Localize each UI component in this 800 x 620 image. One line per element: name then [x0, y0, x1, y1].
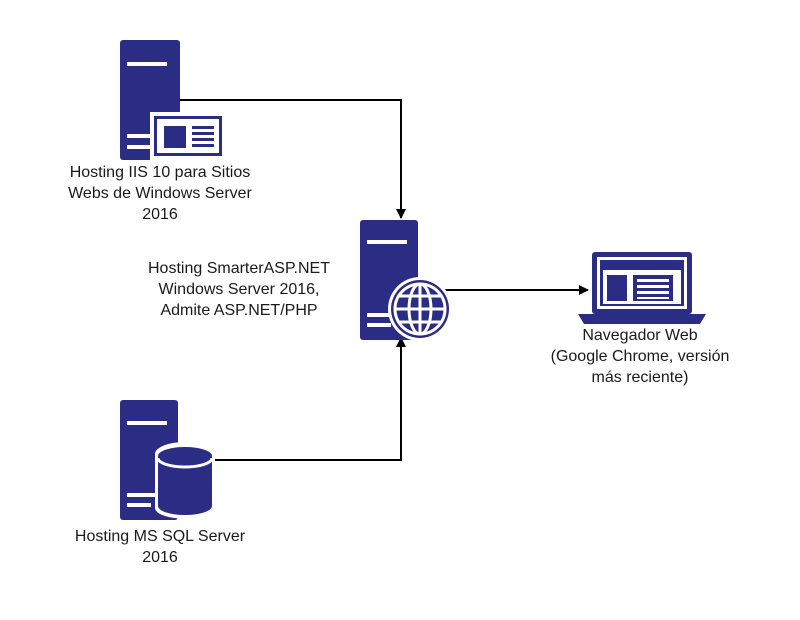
iis-hosting-label: Hosting IIS 10 para Sitios Webs de Windo…	[40, 162, 280, 225]
browser-label: Navegador Web (Google Chrome, versión má…	[520, 325, 760, 388]
browser-label-line-2: (Google Chrome, versión	[550, 348, 730, 365]
browser-label-line-1: Navegador Web	[582, 327, 698, 344]
smarterasp-label-line-2: Windows Server 2016,	[158, 281, 320, 298]
sql-hosting-label: Hosting MS SQL Server 2016	[40, 526, 280, 568]
browser-label-line-3: más reciente)	[591, 369, 689, 386]
smarterasp-label-line-1: Hosting SmarterASP.NET	[148, 260, 330, 277]
sql-label-line-1: Hosting MS SQL Server	[74, 528, 246, 545]
iis-label-line-2: Webs de Windows Server	[68, 185, 252, 202]
iis-label-line-3: 2016	[142, 206, 178, 223]
laptop-browser-icon	[578, 252, 706, 324]
iis-label-line-1: Hosting IIS 10 para Sitios	[69, 164, 251, 181]
sql-label-line-2: 2016	[142, 549, 178, 566]
server-database-icon	[120, 400, 215, 520]
smarterasp-hosting-label: Hosting SmarterASP.NET Windows Server 20…	[119, 258, 359, 321]
smarterasp-label-line-3: Admite ASP.NET/PHP	[160, 302, 318, 319]
server-globe-icon	[360, 220, 452, 341]
connector-iis-to-smarterasp	[180, 99, 406, 219]
server-web-page-icon	[120, 40, 226, 160]
connector-sql-to-smarterasp	[212, 337, 406, 461]
